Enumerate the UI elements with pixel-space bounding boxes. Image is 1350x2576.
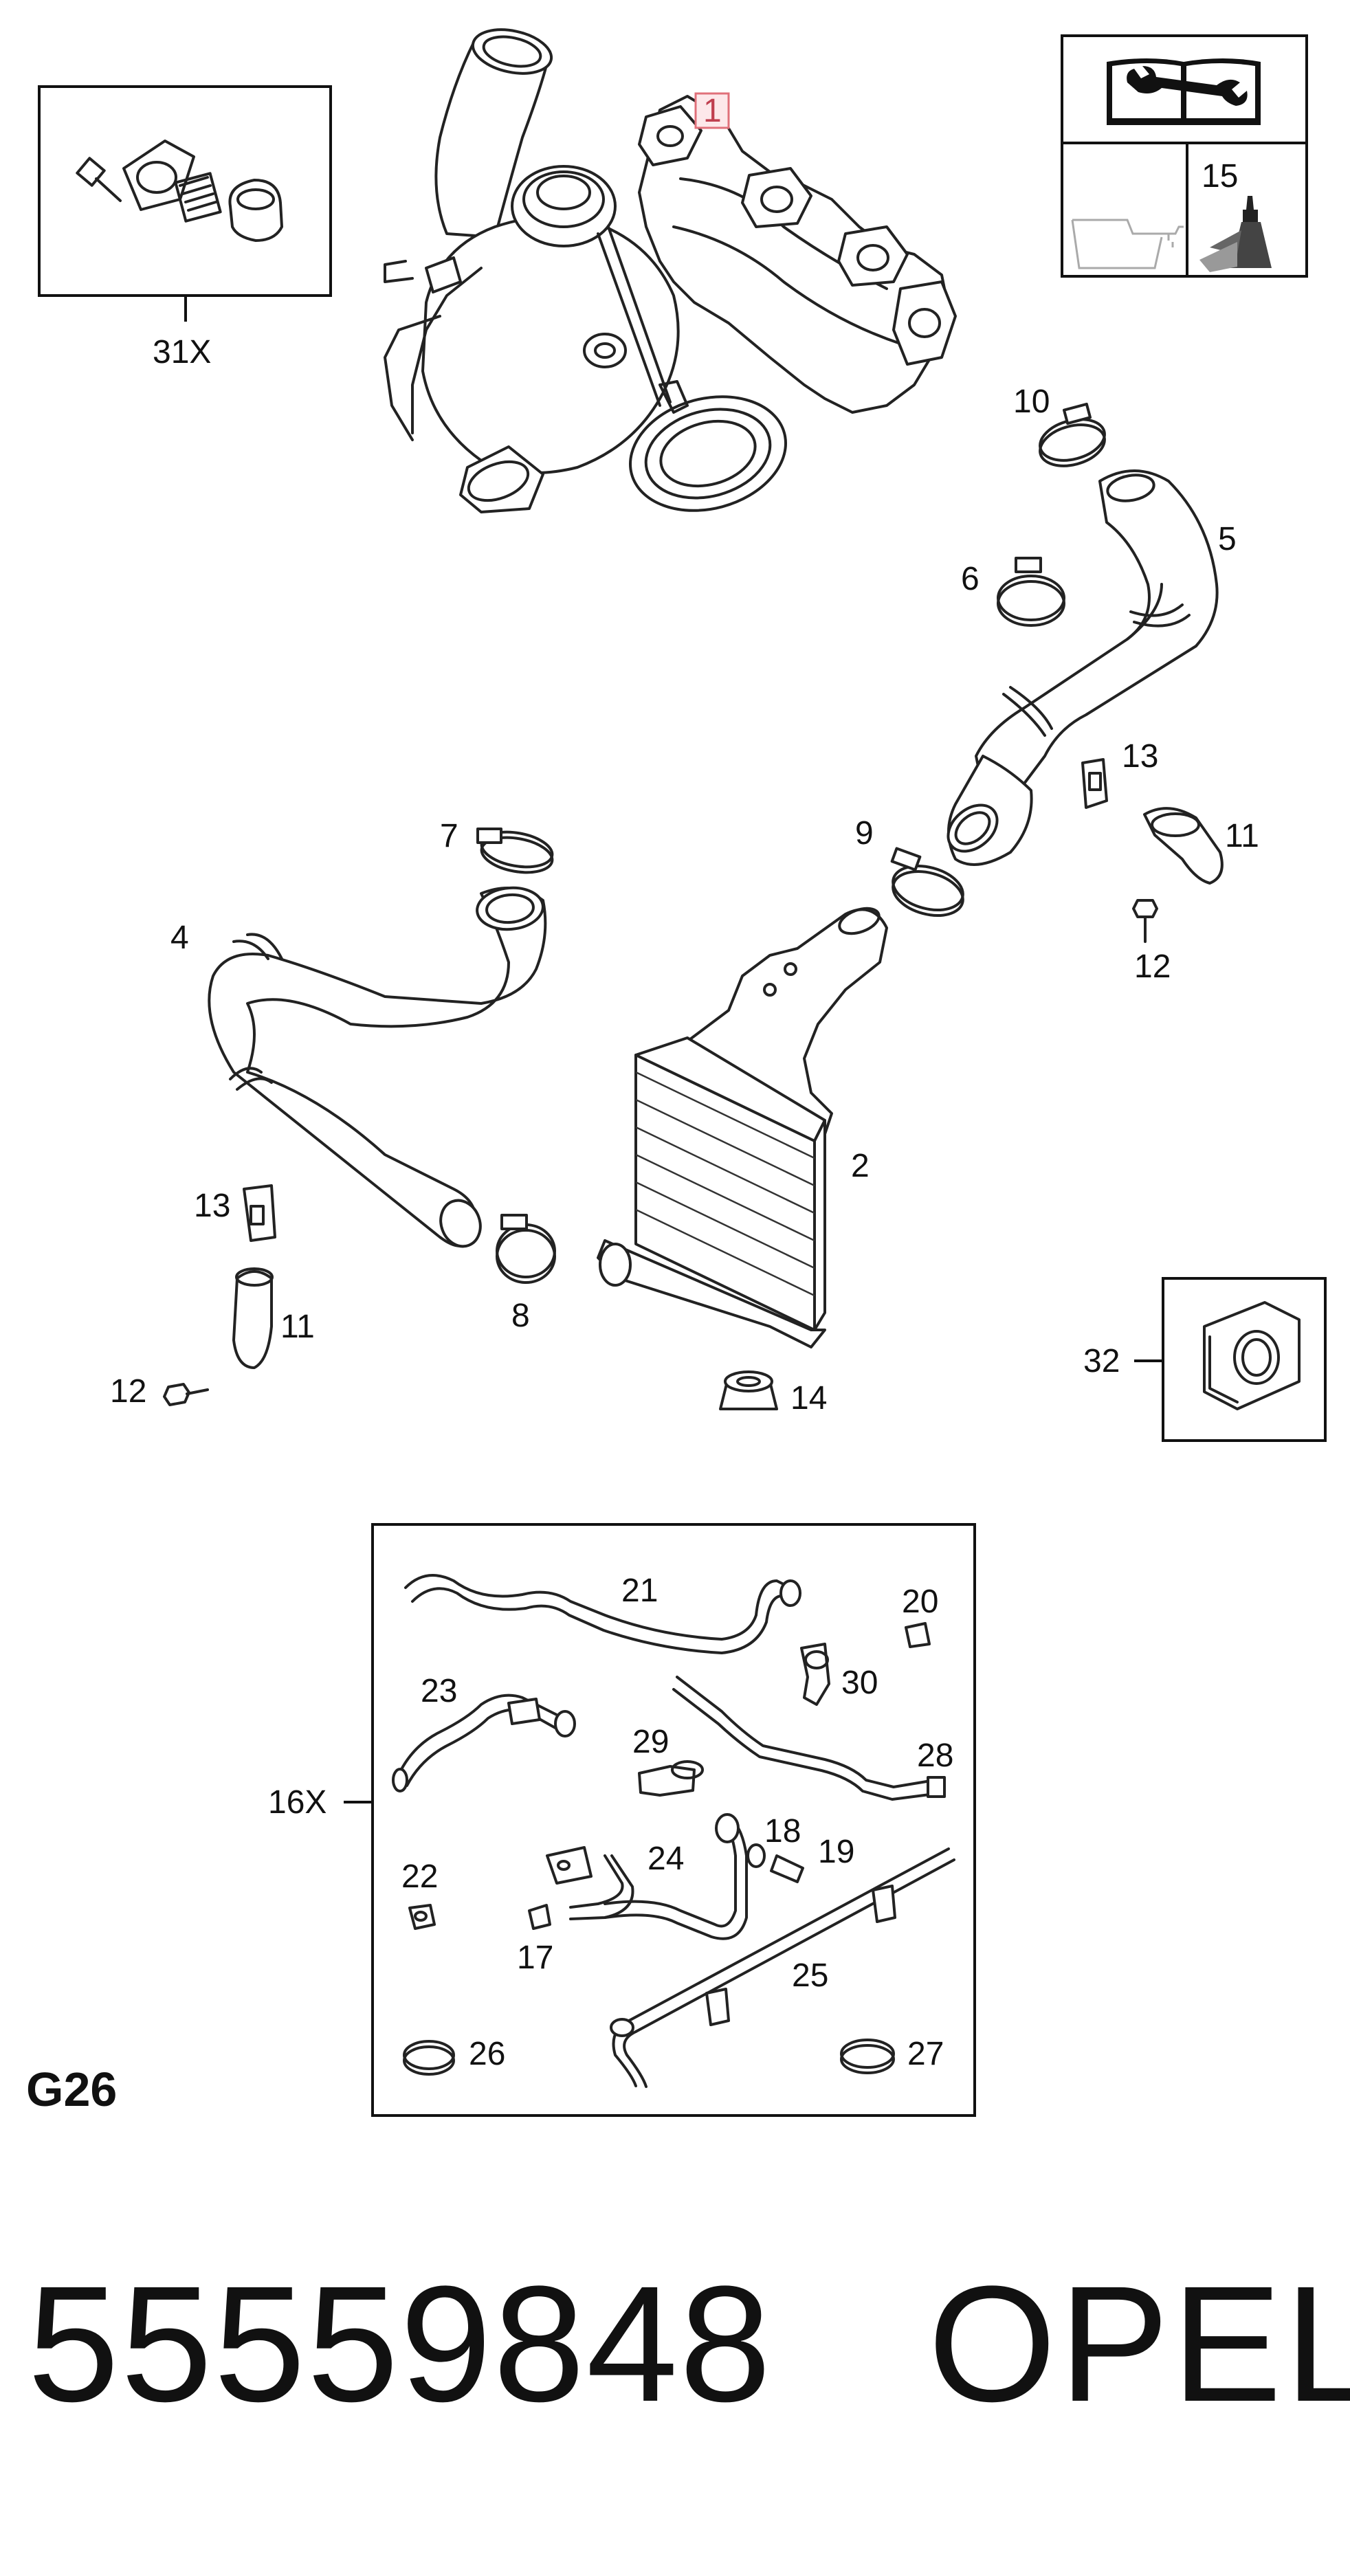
callout-8[interactable]: 8	[511, 1298, 530, 1334]
callout-5[interactable]: 5	[1218, 521, 1237, 557]
clamp-9: 9	[855, 815, 964, 917]
callout-20[interactable]: 20	[902, 1584, 938, 1620]
callout-26[interactable]: 26	[469, 2036, 505, 2072]
repair-manual-wrench-icon	[1107, 58, 1261, 125]
callout-9[interactable]: 9	[855, 815, 874, 852]
callout-14[interactable]: 14	[790, 1380, 827, 1417]
callout-25[interactable]: 25	[792, 1957, 828, 1994]
inset-32: 32	[1083, 1277, 1327, 1442]
oil-pan-icon	[1071, 219, 1184, 269]
callout-4[interactable]: 4	[170, 920, 189, 956]
clamp-8	[496, 1214, 556, 1284]
info-box: 15	[1061, 34, 1308, 278]
right-fixings: 13 11 12	[1081, 738, 1259, 985]
clamp-10	[1039, 402, 1106, 467]
callout-15[interactable]: 15	[1202, 158, 1238, 195]
spring-icon	[174, 172, 222, 223]
turbocharger-assembly: 1	[384, 28, 957, 513]
callout-21[interactable]: 21	[621, 1573, 658, 1609]
inset-31x: 31X	[38, 85, 332, 370]
pipe-5-assembly: 10 5 6	[947, 384, 1237, 866]
callout-24[interactable]: 24	[648, 1841, 684, 1877]
callout-13-left[interactable]: 13	[194, 1188, 230, 1224]
callout-28[interactable]: 28	[917, 1737, 953, 1774]
callout-23[interactable]: 23	[421, 1673, 457, 1709]
callout-7[interactable]: 7	[440, 818, 458, 854]
callout-16x[interactable]: 16X	[268, 1784, 327, 1821]
clamp-7	[476, 828, 554, 874]
inset-16x: 16X 21 20 30 23 29 28 22	[268, 1523, 976, 2117]
callout-12-left[interactable]: 12	[110, 1373, 146, 1410]
gasket-icon	[1203, 1301, 1301, 1410]
callout-11-right[interactable]: 11	[1225, 818, 1259, 854]
callout-31x[interactable]: 31X	[153, 334, 211, 370]
callout-22[interactable]: 22	[401, 1858, 438, 1895]
part-number: 55559848	[27, 2252, 773, 2436]
left-fixings: 13 11 12	[110, 1184, 315, 1410]
intercooler: 2	[597, 907, 888, 1348]
valve-icon	[228, 179, 283, 242]
callout-32[interactable]: 32	[1083, 1343, 1120, 1379]
callout-17[interactable]: 17	[517, 1940, 553, 1976]
clamp-6	[997, 557, 1065, 627]
callout-6[interactable]: 6	[961, 561, 980, 597]
callout-1[interactable]: 1	[703, 93, 722, 129]
callout-12-right[interactable]: 12	[1134, 948, 1171, 985]
section-code: G26	[26, 2063, 118, 2116]
callout-29[interactable]: 29	[632, 1724, 669, 1760]
bolt-icon	[76, 157, 122, 202]
sealant-tube-icon: 15	[1199, 158, 1272, 272]
callout-10[interactable]: 10	[1013, 384, 1050, 420]
callout-2[interactable]: 2	[851, 1148, 870, 1184]
callout-19[interactable]: 19	[818, 1834, 854, 1870]
callout-18[interactable]: 18	[764, 1813, 801, 1850]
callout-27[interactable]: 27	[907, 2036, 944, 2072]
brand-name: OPEL	[928, 2252, 1350, 2436]
callout-13-right[interactable]: 13	[1122, 738, 1158, 775]
hose-4-assembly: 7 4 8	[170, 818, 556, 1334]
callout-30[interactable]: 30	[841, 1665, 878, 1701]
nut-14: 14	[719, 1370, 827, 1417]
callout-11-left[interactable]: 11	[280, 1309, 315, 1345]
cover-plate-icon	[122, 140, 195, 211]
